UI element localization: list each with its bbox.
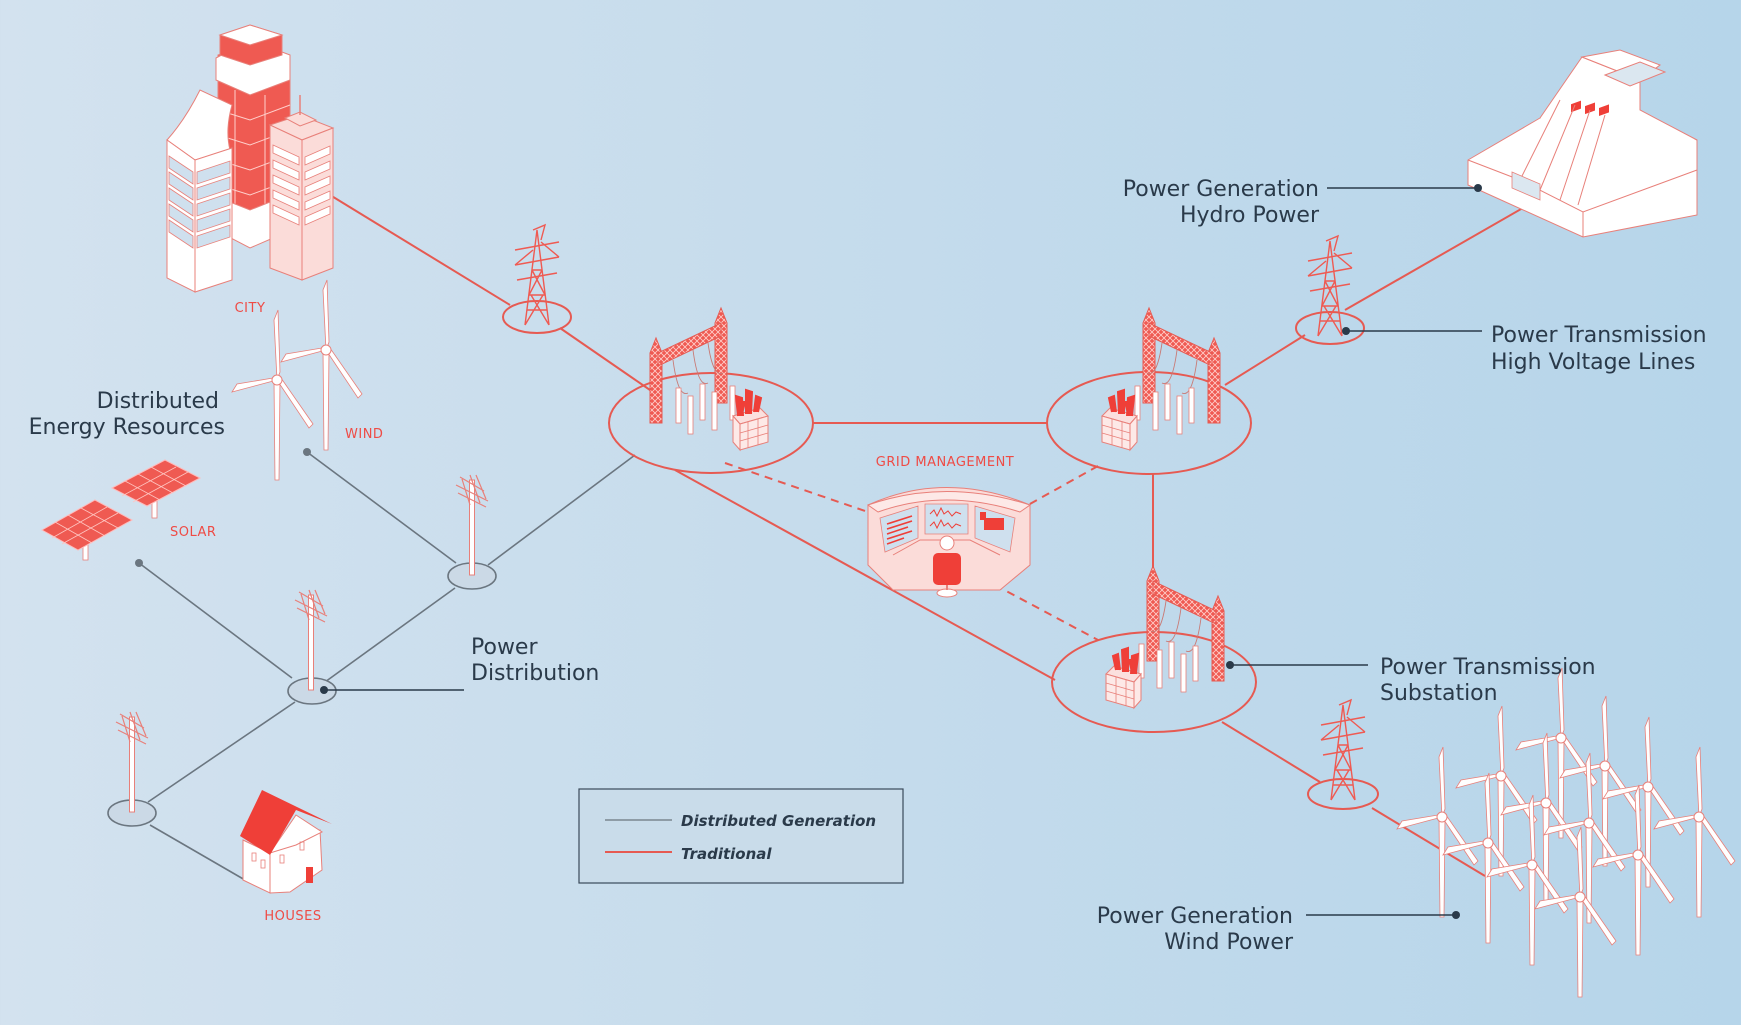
line-wind-tower-to-wind-farm [1371, 807, 1486, 877]
callout-high-voltage-line1: Power Transmission [1491, 323, 1707, 348]
callout-wind-power: Power Generation Wind Power [1097, 904, 1460, 955]
solar-label: SOLAR [170, 525, 216, 540]
callout-power-distribution-line1: Power [471, 635, 538, 660]
dist-line-pole2-to-solar [138, 562, 293, 679]
wind-turbine-icon [231, 309, 314, 481]
control-line-west [724, 462, 869, 513]
callout-high-voltage-line2: High Voltage Lines [1491, 350, 1695, 375]
legend-distributed-label: Distributed Generation [681, 812, 876, 830]
house-icon [240, 790, 332, 894]
line-east-substation-to-hv-tower [1224, 334, 1306, 386]
solar-connection-dot [135, 559, 143, 567]
dist-line-pole1-to-pole2 [324, 587, 456, 683]
callout-wind-power-line1: Power Generation [1097, 904, 1293, 929]
hv-tower-wind-farm-ring [1307, 778, 1379, 810]
legend-traditional-label: Traditional [681, 845, 772, 863]
hv-tower-wind-farm [1307, 699, 1379, 810]
utility-pole-icon [455, 474, 489, 576]
transmission-tower-icon [1307, 235, 1353, 337]
distribution-pole-1 [447, 474, 497, 590]
substation-west-ring [608, 372, 814, 474]
substation-east [1046, 307, 1252, 475]
legend-box [578, 788, 904, 884]
hv-tower-hydro-ring [1295, 311, 1365, 345]
dist-line-substation-to-pole1 [487, 454, 636, 566]
callout-high-voltage: Power Transmission High Voltage Lines [1342, 323, 1707, 375]
hydro-dam-icon [1467, 49, 1698, 238]
callout-distributed-energy: Distributed Energy Resources [29, 389, 225, 440]
callout-substation: Power Transmission Substation [1226, 655, 1596, 706]
callout-distributed-energy-line2: Energy Resources [29, 415, 225, 440]
distribution-pole-2 [287, 589, 337, 705]
substation-south [1051, 565, 1257, 733]
grid-management-label: GRID MANAGEMENT [876, 455, 1014, 470]
dist-line-pole3-to-houses [149, 824, 246, 881]
legend: Distributed Generation Traditional [578, 788, 904, 884]
line-hv-tower-to-hydro [1344, 204, 1529, 311]
wind-turbine-icon [280, 279, 363, 451]
substation-icon [1105, 565, 1225, 709]
transmission-tower-icon [514, 224, 560, 326]
line-south-substation-to-wind-tower [1221, 721, 1321, 783]
callout-hydro: Power Generation Hydro Power [1123, 177, 1482, 228]
utility-pole-icon [294, 589, 328, 691]
line-tower-to-west-substation [559, 327, 651, 391]
callout-wind-power-line2: Wind Power [1164, 930, 1294, 955]
distribution-pole-3 [107, 711, 157, 827]
city-buildings-icon [166, 24, 335, 293]
traditional-lines [329, 194, 1529, 877]
wind-farm [1396, 667, 1736, 998]
callout-power-distribution-line2: Distribution [471, 661, 599, 686]
line-city-to-tower [329, 194, 511, 306]
callout-distributed-energy-line1: Distributed [97, 389, 219, 414]
control-line-south [994, 584, 1099, 641]
substation-west [608, 307, 814, 474]
distributed-lines [138, 451, 636, 881]
line-west-to-south-substation [674, 469, 1056, 681]
control-line-east [1027, 465, 1099, 506]
hv-tower-city-ring [502, 300, 572, 334]
wind-connection-dot [303, 448, 311, 456]
control-lines [724, 462, 1099, 641]
transmission-tower-icon [1320, 699, 1366, 801]
dist-line-pole1-to-wind [306, 451, 457, 564]
hv-tower-hydro [1295, 235, 1365, 345]
substation-icon [649, 307, 769, 451]
callout-hydro-line1: Power Generation [1123, 177, 1319, 202]
control-room-icon [866, 487, 1032, 598]
dist-line-pole2-to-pole3 [147, 701, 296, 803]
wind-label: WIND [345, 427, 383, 442]
wind-turbine-icon [1396, 746, 1479, 918]
der-wind: WIND [231, 279, 383, 481]
solar-panel-icon [40, 459, 202, 561]
city-label: CITY [235, 301, 266, 316]
callout-substation-line2: Substation [1380, 681, 1498, 706]
callout-hydro-line2: Hydro Power [1180, 203, 1320, 228]
houses-label: HOUSES [264, 909, 321, 924]
hv-tower-city [502, 224, 572, 334]
callout-power-distribution: Power Distribution [320, 635, 599, 694]
utility-pole-icon [115, 711, 149, 813]
callout-substation-line1: Power Transmission [1380, 655, 1596, 680]
